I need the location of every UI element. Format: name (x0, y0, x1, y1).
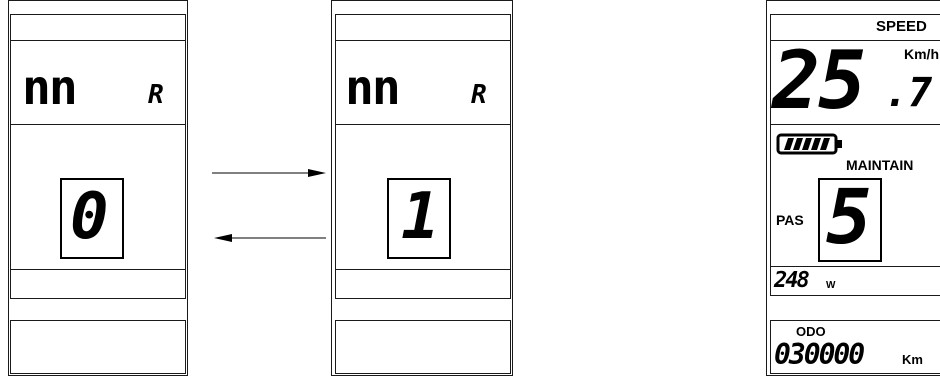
arrow-right-icon (212, 169, 326, 177)
arrow-left-icon (214, 234, 326, 242)
power-unit: W (826, 280, 836, 291)
panel-c-odo-area (770, 320, 940, 374)
panel-b-value-frame (387, 178, 451, 259)
panel-b-mode-suffix: R (471, 80, 487, 110)
panel-b-mode-area (335, 40, 511, 126)
power-value: 248 (774, 268, 810, 293)
panel-a-value: 0 (70, 180, 109, 254)
panel-c-power-area (770, 266, 940, 296)
pas-value: 5 (826, 172, 872, 261)
odo-label: ODO (796, 324, 826, 339)
odo-unit: Km (902, 352, 923, 367)
maintain-label: MAINTAIN (846, 157, 914, 173)
panel-b-top-strip (335, 14, 511, 42)
panel-a-mode-area (10, 40, 186, 126)
panel-a-footer-box (10, 320, 186, 374)
panel-a-bottom-strip (10, 269, 186, 299)
panel-c-speed-area (770, 40, 940, 126)
pas-label: PAS (776, 212, 804, 228)
panel-b-footer-box (335, 320, 511, 374)
odo-value: 030000 (774, 338, 865, 371)
panel-b-mode-code: nn (345, 60, 401, 116)
display-panel-c: SPEED 25 .7 Km/h MAINTAIN PAS 5 248 W OD… (766, 0, 940, 376)
panel-a-mode-code: nn (22, 60, 78, 116)
panel-b-bottom-strip (335, 269, 511, 299)
pas-value-frame (818, 178, 882, 262)
display-panel-a: nn R 0 (8, 0, 190, 376)
panel-c-speed-header (770, 14, 940, 42)
speed-unit: Km/h (904, 46, 939, 62)
panel-a-mode-suffix: R (148, 80, 164, 110)
speed-value: 25 (772, 34, 866, 127)
panel-b-value: 1 (401, 180, 440, 254)
panel-a-top-strip (10, 14, 186, 42)
panel-a-value-frame (60, 178, 124, 259)
speed-decimal: .7 (884, 70, 933, 116)
battery-icon (776, 133, 842, 155)
speed-label: SPEED (876, 18, 927, 35)
display-panel-b: nn R 1 (331, 0, 513, 376)
